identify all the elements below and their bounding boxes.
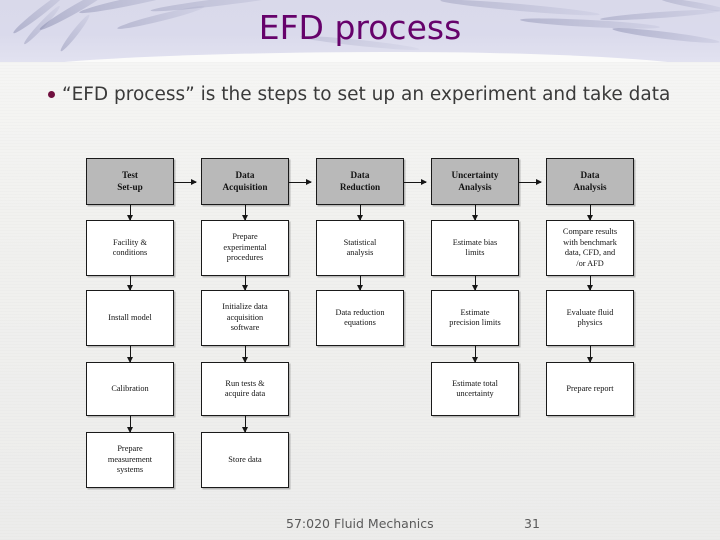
flow-node-line: Analysis (573, 181, 607, 192)
flow-node-line: Statistical (343, 237, 377, 247)
flow-node-line: Prepare (232, 232, 258, 242)
page-title: EFD process (258, 8, 462, 47)
flow-arrow-horizontal (404, 178, 427, 185)
flow-node-line: limits (465, 248, 485, 257)
flow-arrow-vertical (127, 346, 133, 363)
flow-arrow-vertical (587, 205, 593, 221)
flow-node-line: Estimate total (452, 378, 498, 388)
flow-node-line: Acquisition (222, 181, 268, 192)
flow-node-line: Facility & (113, 237, 147, 247)
flow-node-line: equations (344, 318, 376, 327)
flow-node-line: Compare results (562, 227, 618, 236)
flow-node-line: experimental (223, 242, 267, 252)
flow-node-line: Install model (108, 312, 152, 322)
flow-node-line: Analysis (458, 181, 492, 192)
list-item: “EFD process” is the steps to set up an … (48, 80, 678, 110)
flow-node-line: Data (350, 170, 370, 180)
flow-node-line: Reduction (339, 181, 381, 192)
flow-node-line: Set-up (117, 181, 143, 192)
flow-node-line: acquisition (226, 312, 264, 322)
flow-arrow-vertical (242, 276, 248, 291)
flow-node-c1-r3: Calibration (86, 362, 174, 416)
footer-course-label: 57:020 Fluid Mechanics (286, 516, 434, 531)
flow-node-line: Estimate (460, 307, 490, 317)
flow-node-line: /or AFD (576, 258, 604, 268)
flow-node-line: systems (116, 465, 144, 475)
flow-arrow-vertical (357, 205, 363, 221)
flow-node-line: Estimate bias (452, 237, 498, 247)
flow-node-c1-r1: Facility &conditions (86, 220, 174, 276)
footer-page-number: 31 (524, 516, 540, 531)
flow-node-line: physics (577, 318, 603, 327)
flow-arrow-vertical (357, 276, 363, 291)
flow-node-line: precision limits (449, 318, 501, 327)
header-decoration-band (0, 0, 720, 62)
bullet-list: “EFD process” is the steps to set up an … (48, 80, 678, 110)
flow-node-line: Prepare (117, 444, 143, 454)
flow-node-line: data, CFD, and (564, 248, 616, 257)
flow-node-line: procedures (226, 253, 264, 263)
flow-node-line: uncertainty (456, 389, 494, 398)
bullet-dot-icon (48, 91, 55, 98)
flow-node-c5-r3: Prepare report (546, 362, 634, 416)
flow-arrow-vertical (127, 416, 133, 433)
flow-node-line: conditions (112, 248, 148, 257)
flow-node-line: Evaluate fluid (566, 307, 614, 317)
flow-node-c1-r2: Install model (86, 290, 174, 346)
flow-node-c2-r3: Run tests &acquire data (201, 362, 289, 416)
flow-arrow-horizontal (519, 178, 542, 185)
flow-node-line: Initialize data (222, 302, 268, 312)
flow-arrow-vertical (242, 346, 248, 363)
flow-node-line: analysis (346, 248, 374, 257)
flow-node-line: with benchmark (563, 237, 617, 247)
flow-node-line: Test (122, 170, 138, 180)
flow-node-line: Calibration (111, 383, 149, 393)
flow-node-line: Store data (228, 454, 262, 464)
flow-arrow-vertical (242, 205, 248, 221)
flow-arrow-vertical (472, 205, 478, 221)
flow-node-line: measurement (107, 454, 153, 464)
flow-node-line: Prepare report (566, 383, 614, 393)
flow-node-line: Uncertainty (451, 170, 499, 180)
flow-node-line: Data reduction (335, 307, 385, 317)
flow-arrow-vertical (472, 276, 478, 291)
flow-arrow-vertical (472, 346, 478, 363)
flow-node-line: software (230, 323, 260, 333)
slide-footer: 57:020 Fluid Mechanics 31 (0, 516, 720, 536)
flow-node-line: Data (580, 170, 600, 180)
flow-arrow-horizontal (174, 178, 197, 185)
flow-arrow-vertical (127, 276, 133, 291)
flow-node-line: acquire data (224, 389, 266, 398)
flow-arrow-vertical (242, 416, 248, 433)
flow-arrow-vertical (587, 346, 593, 363)
flow-arrow-vertical (587, 276, 593, 291)
flow-node-line: Data (235, 170, 255, 180)
flow-arrow-vertical (127, 205, 133, 221)
flow-node-c2-r4: Store data (201, 432, 289, 488)
flow-arrow-horizontal (289, 178, 312, 185)
flow-node-line: Run tests & (225, 378, 265, 388)
bullet-text: “EFD process” is the steps to set up an … (62, 84, 671, 105)
